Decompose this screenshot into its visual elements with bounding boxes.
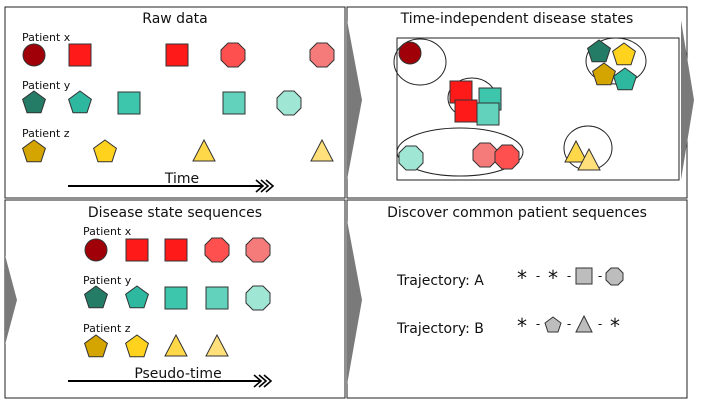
raw-y-square-1 <box>117 91 141 115</box>
flow-arrow-3 <box>5 255 17 345</box>
state-space-box <box>396 37 680 181</box>
panel-common-frame <box>346 199 688 399</box>
seq-z-triangle-2 <box>205 334 229 357</box>
raw-y-square-2 <box>222 91 246 115</box>
pseudo-time-axis-chevron <box>253 374 263 388</box>
pseudo-time-axis-label: Pseudo-time <box>134 366 221 382</box>
raw-patient-z-label: Patient z <box>22 127 70 140</box>
pseudo-time-axis-chevron-2 <box>258 374 268 388</box>
state-octagon-light-teal <box>398 145 424 171</box>
raw-y-pentagon-1 <box>22 90 46 114</box>
state-circle-dark-red <box>398 41 422 65</box>
states-title: Time-independent disease states <box>400 11 634 27</box>
seq-z-pentagon-1 <box>84 334 108 358</box>
raw-x-octagon-1 <box>220 42 246 68</box>
seq-y-pentagon-2 <box>125 285 149 309</box>
traj-a-square <box>575 267 593 285</box>
traj-b-star-2: * <box>610 314 620 338</box>
seq-x-circle-1 <box>84 238 108 262</box>
panel-raw-frame <box>4 6 346 199</box>
common-title: Discover common patient sequences <box>387 205 647 221</box>
seq-y-octagon-1 <box>245 285 271 311</box>
raw-patient-x-label: Patient x <box>22 31 71 44</box>
sequences-title: Disease state sequences <box>88 205 262 221</box>
traj-a-dash-1: - <box>536 269 540 283</box>
state-pentagon-gold <box>612 42 636 66</box>
state-octagon-light-red <box>472 142 498 168</box>
raw-patient-y-label: Patient y <box>22 79 71 92</box>
panel-states-frame <box>346 6 688 199</box>
state-pentagon-dark-gold <box>592 62 616 86</box>
raw-y-octagon-1 <box>276 90 302 116</box>
traj-b-dash-2: - <box>567 317 571 331</box>
traj-b-dash-1: - <box>536 317 540 331</box>
seq-z-pentagon-2 <box>125 334 149 358</box>
seq-x-octagon-2 <box>245 237 271 263</box>
time-axis-chevron <box>255 179 265 193</box>
seq-patient-x-label: Patient x <box>83 225 132 238</box>
raw-x-octagon-2 <box>309 42 335 68</box>
traj-a-star-1: * <box>517 266 527 290</box>
state-square-teal-2 <box>476 102 500 126</box>
raw-z-triangle-1 <box>192 139 216 162</box>
traj-a-octagon <box>605 267 624 286</box>
flow-arrow-2 <box>681 20 694 180</box>
raw-x-circle-1 <box>22 43 46 67</box>
seq-y-square-2 <box>205 286 229 310</box>
seq-z-triangle-1 <box>164 334 188 357</box>
state-square-red-2 <box>454 99 478 123</box>
traj-b-pentagon <box>544 316 562 333</box>
traj-a-dash-2: - <box>567 269 571 283</box>
traj-b-triangle <box>575 314 593 333</box>
seq-x-square-1 <box>125 238 149 262</box>
seq-x-octagon-1 <box>204 237 230 263</box>
seq-y-pentagon-1 <box>84 285 108 309</box>
raw-x-square-1 <box>68 43 92 67</box>
seq-y-square-1 <box>164 286 188 310</box>
raw-x-square-2 <box>165 43 189 67</box>
seq-x-square-2 <box>164 238 188 262</box>
flow-arrow-1 <box>347 20 362 180</box>
raw-z-pentagon-1 <box>22 139 46 163</box>
time-axis-chevron-2 <box>260 179 270 193</box>
trajectory-b-label: Trajectory: B <box>396 321 484 337</box>
traj-a-dash-3: - <box>598 269 602 283</box>
flow-arrow-4 <box>347 220 362 385</box>
pseudo-time-axis-chevron-3 <box>263 374 273 388</box>
traj-b-star-1: * <box>517 314 527 338</box>
raw-z-triangle-2 <box>310 139 334 162</box>
trajectory-a-label: Trajectory: A <box>396 273 484 289</box>
traj-b-dash-3: - <box>598 317 602 331</box>
time-axis-label: Time <box>164 171 199 187</box>
raw-y-pentagon-2 <box>68 90 92 114</box>
time-axis-chevron-3 <box>265 179 275 193</box>
seq-patient-y-label: Patient y <box>83 274 132 287</box>
state-pentagon-teal <box>613 67 637 91</box>
traj-a-star-2: * <box>548 266 558 290</box>
raw-data-title: Raw data <box>142 11 207 27</box>
cluster-ellipse-4 <box>396 127 524 177</box>
state-octagon-red <box>494 144 520 170</box>
cluster-ellipse-1 <box>393 38 447 86</box>
state-pentagon-dark-teal <box>587 39 611 63</box>
raw-z-pentagon-2 <box>93 139 117 163</box>
seq-patient-z-label: Patient z <box>83 322 131 335</box>
